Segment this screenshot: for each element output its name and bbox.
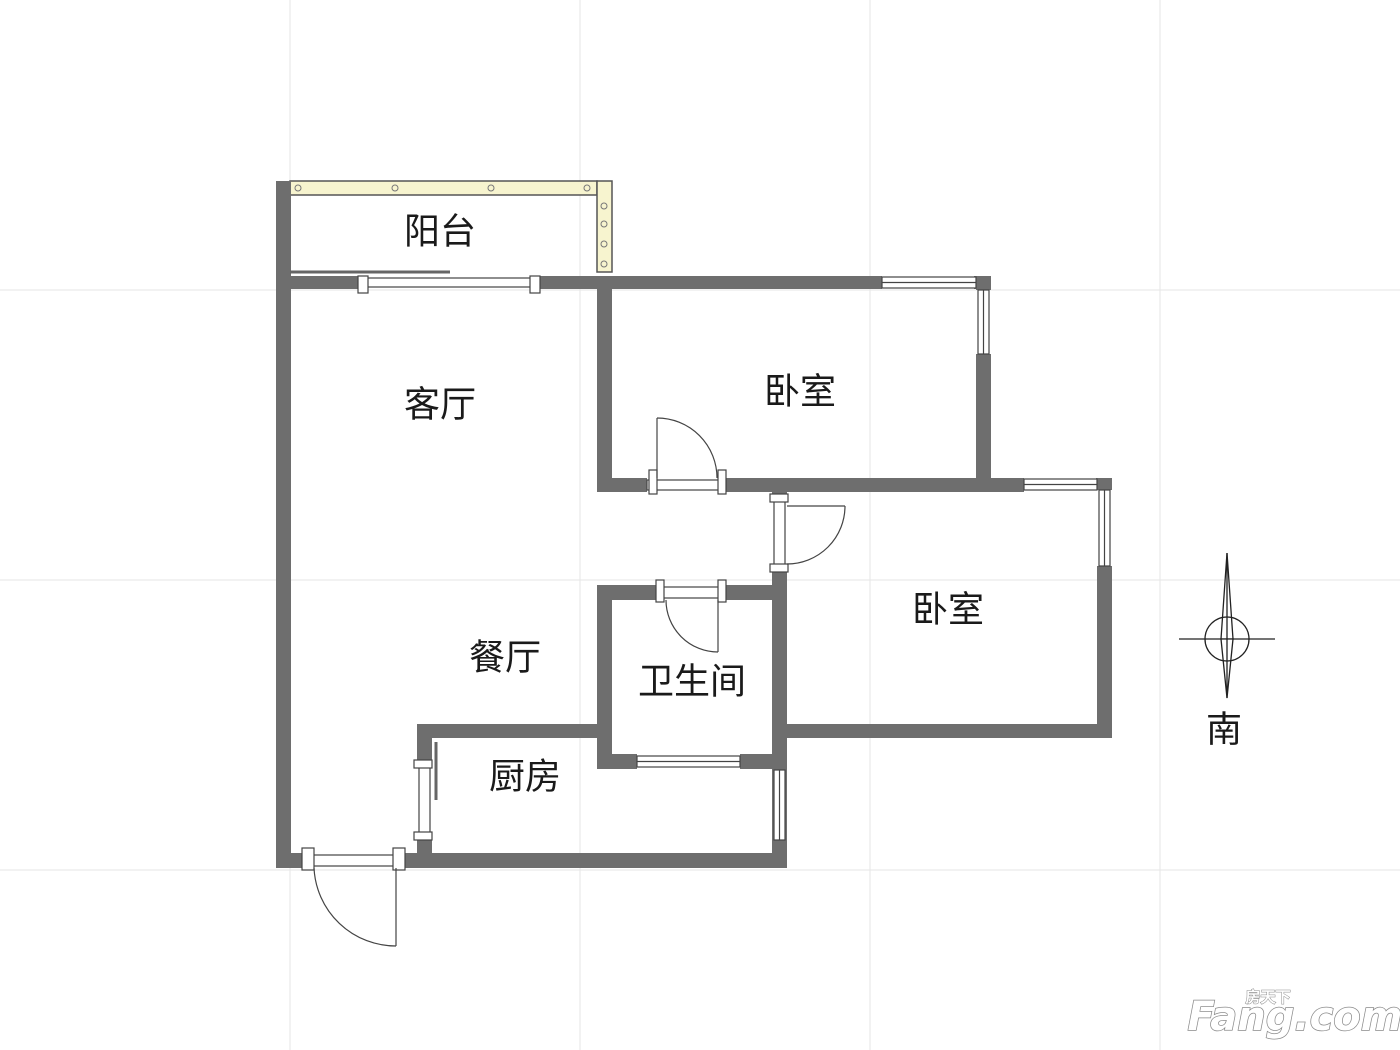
watermark-logo: 房天下 Fang.com [1187, 988, 1400, 1041]
sliding-door-balcony [290, 270, 541, 294]
room-label-kitchen: 厨房 [489, 757, 561, 798]
room-label-bathroom: 卫生间 [638, 662, 746, 703]
sliding-door-kitchen [413, 742, 438, 841]
room-label-living-room: 客厅 [404, 385, 476, 426]
compass-icon [1179, 552, 1275, 699]
doors [290, 270, 846, 947]
compass-direction-label: 南 [1206, 710, 1242, 751]
window-bedroom-south-side [1098, 489, 1111, 567]
watermark-chinese: 房天下 [1245, 988, 1290, 1006]
door-entrance [301, 847, 406, 947]
windows [636, 276, 1111, 841]
watermark-brand: Fang.com [1188, 994, 1400, 1040]
window-bedroom-south-top [1023, 478, 1098, 491]
room-label-dining-room: 餐厅 [469, 638, 541, 679]
window-bedroom-north-top [881, 276, 977, 289]
balcony-railing [289, 180, 613, 273]
room-label-bedroom-south: 卧室 [912, 590, 984, 631]
door-bedroom-south [769, 493, 846, 573]
walls [276, 181, 1112, 868]
window-bedroom-north-side [977, 289, 990, 355]
window-kitchen [773, 769, 786, 841]
room-label-bedroom-north: 卧室 [764, 372, 836, 413]
door-bathroom [655, 579, 727, 653]
room-label-balcony: 阳台 [404, 212, 476, 253]
window-bathroom [636, 755, 741, 768]
door-bedroom-north [646, 417, 727, 495]
